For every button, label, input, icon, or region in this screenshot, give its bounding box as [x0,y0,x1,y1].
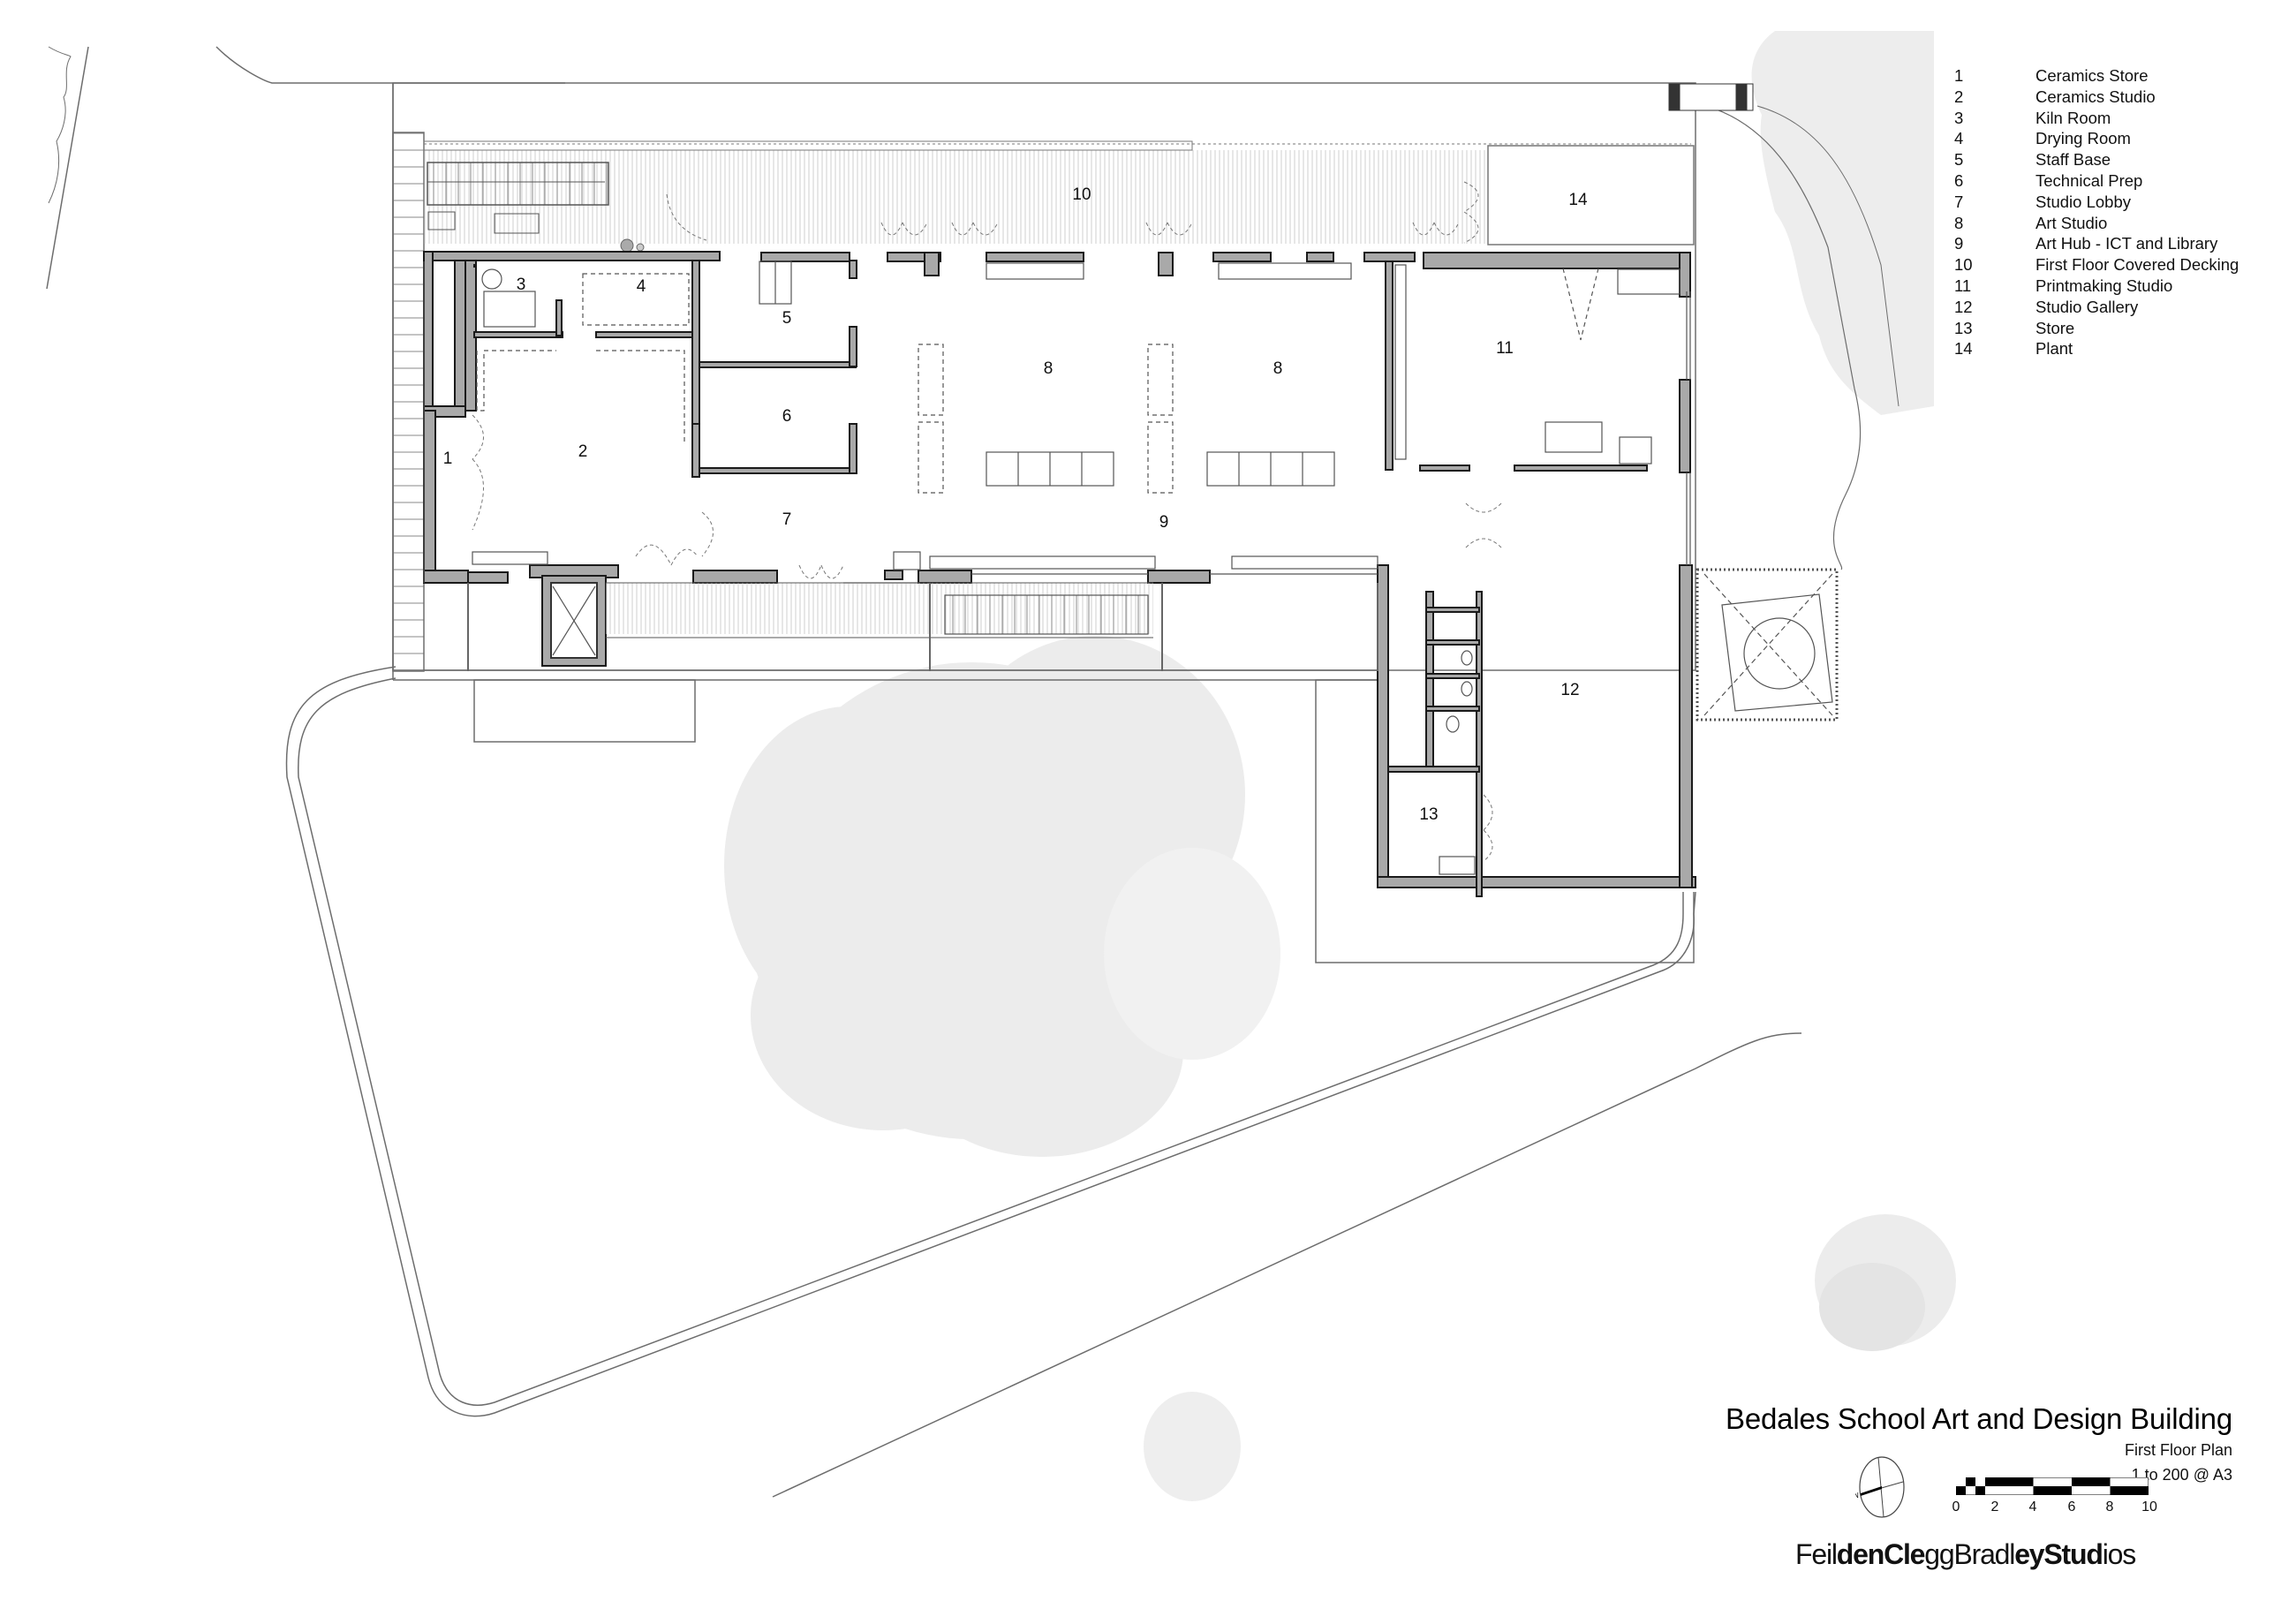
site-line-bottom [772,1032,1802,1498]
legend-room-name: Kiln Room [2035,108,2111,127]
logo-part-bold: ey [2014,1538,2044,1570]
legend-room-name: Printmaking Studio [2035,276,2173,295]
scale-tick: 6 [2067,1499,2076,1514]
legend-room-name: Art Studio [2035,213,2108,232]
room-label: 9 [1159,513,1169,532]
legend-room-name: Drying Room [2035,129,2131,148]
room-label: 14 [1568,191,1588,209]
legend-number: 8 [1954,213,1964,232]
legend-item: 3 Kiln Room [1954,108,2239,129]
logo-part-bold: den [1836,1538,1885,1570]
room-label: 7 [782,510,792,529]
room-label: 11 [1496,339,1514,358]
legend-number: 14 [1954,339,1973,359]
tree-canopy-bottom [1144,1392,1241,1501]
room-label: 5 [782,309,792,328]
drawing-title: Bedales School Art and Design Building [1726,1402,2232,1435]
site-boundary-top [215,46,565,84]
scale-tick: 4 [2028,1499,2037,1514]
legend-number: 4 [1954,129,1964,148]
room-label: 8 [1273,359,1283,378]
tree-canopy-top-right [1751,31,1934,415]
site-line-left [46,46,89,290]
tree-canopy-large [724,636,1280,1157]
tree-canopy-lower-right [1815,1214,1956,1351]
sheet-name: First Floor Plan [2124,1441,2232,1459]
legend-room-name: Studio Gallery [2035,297,2139,316]
legend-number: 9 [1954,234,1964,253]
legend-number: 3 [1954,108,1964,127]
legend-item: 5 Staff Base [1954,149,2239,170]
room-label: 8 [1043,359,1054,378]
stair-lower [944,594,1149,635]
fittings [472,261,1680,875]
legend-item: 10 First Floor Covered Decking [1954,254,2239,276]
room-legend: 1 Ceramics Store 2 Ceramics Studio 3 Kiln R… [1954,65,2239,359]
legend-room-name: First Floor Covered Decking [2035,255,2239,275]
legend-number: 11 [1954,276,1972,295]
legend-item: 14 Plant [1954,338,2239,359]
logo-part: gg [1924,1538,1954,1570]
legend-room-name: Plant [2035,339,2073,359]
scale-bar-ticks: 0 2 4 6 8 10 [1951,1499,2163,1517]
legend-number: 10 [1954,255,1973,275]
legend-item: 2 Ceramics Studio [1954,87,2239,108]
scale-tick: 2 [1990,1499,1999,1514]
left-brick-wall [392,132,425,672]
legend-item: 9 Art Hub - ICT and Library [1954,233,2239,254]
room-label: 1 [442,449,453,468]
legend-room-name: Staff Base [2035,150,2111,170]
plant-room-14 [1487,145,1695,245]
external-stair-top [1668,83,1754,111]
legend-item: 8 Art Studio [1954,213,2239,234]
logo-part: Bradl [1953,1538,2015,1570]
legend-item: 6 Technical Prep [1954,170,2239,192]
room-label: 3 [516,276,526,294]
walls [423,251,1696,897]
legend-room-name: Studio Lobby [2035,192,2132,211]
logo-part: Feil [1795,1538,1838,1570]
room-label: 13 [1419,805,1439,824]
stair-left [427,162,609,206]
legend-room-name: Store [2035,318,2075,337]
legend-number: 13 [1954,318,1973,337]
legend-item: 1 Ceramics Store [1954,65,2239,87]
room-label: 12 [1560,681,1580,699]
practice-logo: FeildenCleggBradleyStudios [1795,1538,2137,1571]
scale-tick: 0 [1952,1499,1960,1514]
legend-item: 11 Printmaking Studio [1954,276,2239,297]
room-label: 2 [578,442,588,461]
legend-item: 4 Drying Room [1954,128,2239,149]
title-block: Bedales School Art and Design Building F… [1726,1402,2232,1485]
scale-tick: 8 [2105,1499,2114,1514]
logo-part-bold: Stud [2043,1538,2103,1570]
scale-tick: 10 [2141,1499,2157,1514]
legend-number: 12 [1954,297,1973,316]
door-swings [472,181,1502,862]
legend-number: 1 [1954,66,1964,85]
north-arrow-icon: N [1855,1456,1905,1518]
legend-number: 2 [1954,87,1964,106]
room-label: 4 [636,277,646,296]
legend-room-name: Art Hub - ICT and Library [2035,234,2218,253]
rooftop-plant [1696,568,1839,721]
legend-item: 13 Store [1954,318,2239,339]
room-label: 6 [782,407,792,426]
scale-bar [1956,1477,2149,1495]
legend-room-name: Ceramics Store [2035,66,2149,85]
legend-number: 5 [1954,150,1964,170]
legend-room-name: Ceramics Studio [2035,87,2156,106]
legend-room-name: Technical Prep [2035,170,2143,190]
logo-part: ios [2102,1538,2137,1570]
drawing-scale: 1 to 200 @ A3 [2131,1466,2232,1484]
legend-item: 12 Studio Gallery [1954,297,2239,318]
logo-part-bold: Cle [1884,1538,1925,1570]
room-label: 10 [1072,185,1091,204]
legend-number: 6 [1954,170,1964,190]
north-label: N [1855,1492,1859,1499]
legend-number: 7 [1954,192,1964,211]
legend-item: 7 Studio Lobby [1954,192,2239,213]
